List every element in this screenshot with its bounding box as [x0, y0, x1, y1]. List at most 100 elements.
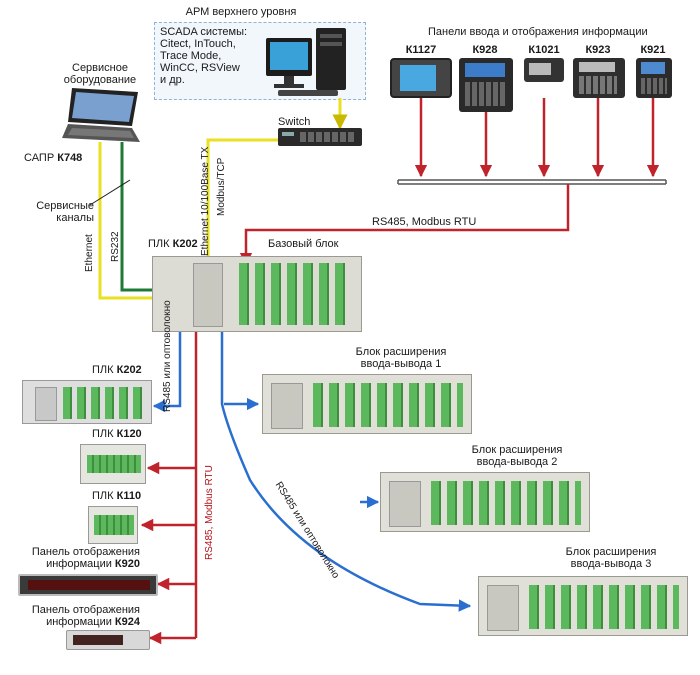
panel-screen: [529, 63, 551, 75]
arm-title: АРМ верхнего уровня: [185, 6, 297, 18]
panel-k920-line-2: информации К920: [20, 558, 140, 571]
expansion-block-3: [478, 576, 688, 636]
cpu-module: [35, 387, 57, 421]
panel-keypad: [465, 82, 505, 106]
ethernet-switch: [278, 128, 362, 146]
led-display: [73, 635, 123, 645]
panel-k924-word: информации: [46, 616, 112, 628]
rs232-label: RS232: [110, 231, 121, 262]
plc-k120-prefix: ПЛК: [92, 428, 114, 440]
panel-k1127: [390, 58, 452, 98]
expansion-block-2: [380, 472, 590, 532]
panel-screen: [579, 62, 615, 72]
io-terminals: [94, 515, 134, 535]
modbus-tcp-label: Modbus/TCP: [216, 157, 227, 216]
scada-pc: [258, 24, 358, 98]
cpu-module: [193, 263, 223, 327]
io-modules: [63, 387, 147, 419]
scada-line-3: Trace Mode,: [160, 50, 222, 62]
panel-k924-line-1: Панель отображения: [31, 604, 140, 616]
rs485-panel-bus-link: [239, 184, 570, 266]
service-title-2: оборудование: [63, 74, 137, 86]
service-channels-1: Сервисные: [36, 200, 94, 212]
plc-k110-label: ПЛК К110: [92, 490, 141, 503]
scada-line-4: WinCC, RSView: [160, 62, 240, 74]
panel-screen: [641, 62, 665, 74]
expansion-3-line-2: ввода-вывода 3: [570, 558, 652, 570]
rs485-fiber-short-label: RS485 или оптоволокно: [162, 300, 173, 412]
expansion-3-line-1: Блок расширения: [565, 546, 657, 558]
panel-k920-word: информации: [46, 558, 112, 570]
io-modules: [313, 383, 463, 427]
panel-label-k928: К928: [472, 44, 498, 56]
plc-main-model: К202: [172, 238, 198, 250]
panel-k920-model: К920: [114, 558, 140, 570]
plc-k120-model: К120: [116, 428, 142, 440]
service-channels-2: каналы: [56, 212, 94, 224]
ethernet-switch-plc: [200, 138, 278, 290]
interface-module: [389, 481, 421, 527]
scada-line-5: и др.: [160, 74, 185, 86]
panel-label-k923: К923: [585, 44, 611, 56]
computer-icon: [266, 28, 346, 96]
rs485-modbus-rtu-label: RS485, Modbus RTU: [372, 216, 477, 228]
switch-label: Switch: [278, 116, 311, 128]
service-title-1: Сервисное: [72, 62, 128, 74]
led-display: [28, 580, 150, 590]
rs485-modbus-rtu-vert-label: RS485, Modbus RTU: [204, 465, 215, 560]
expansion-1-line-2: ввода-вывода 1: [360, 358, 442, 370]
service-channels-pointer: [89, 179, 131, 206]
panel-keypad: [579, 76, 617, 94]
panel-label-k921: К921: [640, 44, 666, 56]
sapr-label: САПР К748: [24, 152, 82, 165]
panel-k928: [459, 58, 513, 112]
panel-screen: [465, 63, 505, 77]
fiber-expansion-link: [220, 328, 472, 612]
panel-bus: [397, 179, 667, 185]
panel-k1021: [524, 58, 564, 82]
io-modules: [431, 481, 581, 525]
panel-keypad: [641, 78, 667, 94]
scada-line-2: Citect, InTouch,: [160, 38, 236, 50]
expansion-block-1: [262, 374, 472, 434]
panel-k924: [66, 630, 150, 650]
panel-k923: [573, 58, 625, 98]
service-laptop: [60, 86, 142, 144]
sapr-model: К748: [57, 152, 83, 164]
plc-k202-remote-prefix: ПЛК: [92, 364, 114, 376]
plc-k120: [80, 444, 146, 484]
panel-k921: [636, 58, 672, 98]
plc-k202-remote-model: К202: [116, 364, 142, 376]
eth-tx-label: Ethernet 10/100Base TX: [200, 146, 211, 256]
plc-k110-prefix: ПЛК: [92, 490, 114, 502]
expansion-2-line-1: Блок расширения: [471, 444, 563, 456]
expansion-2-line-2: ввода-вывода 2: [476, 456, 558, 468]
plc-k110: [88, 506, 138, 544]
panel-k924-line-2: информации К924: [20, 616, 140, 629]
ethernet-label: Ethernet: [84, 234, 95, 272]
interface-module: [487, 585, 519, 631]
panel-label-k1127: К1127: [405, 44, 437, 56]
sapr-prefix: САПР: [24, 152, 55, 164]
panel-k920: [18, 574, 158, 596]
scada-line-1: SCADA системы:: [160, 26, 248, 38]
io-modules: [239, 263, 351, 325]
plc-main-prefix: ПЛК: [148, 238, 170, 250]
plc-k110-model: К110: [116, 490, 142, 502]
switch-icon: [278, 128, 362, 146]
panels-header: Панели ввода и отображения информации: [428, 26, 648, 38]
io-modules: [529, 585, 679, 629]
panel-label-k1021: К1021: [528, 44, 560, 56]
panel-k924-model: К924: [114, 616, 140, 628]
panel-drop-lines: [414, 98, 660, 178]
plc-k202-base-block: [152, 256, 362, 332]
interface-module: [271, 383, 303, 429]
plc-k120-label: ПЛК К120: [92, 428, 142, 441]
expansion-1-line-1: Блок расширения: [355, 346, 447, 358]
panel-screen: [400, 65, 436, 91]
laptop-icon: [62, 88, 140, 142]
plc-k202-remote-label: ПЛК К202: [92, 364, 142, 377]
panel-k920-line-1: Панель отображения: [31, 546, 140, 558]
rs485-left-trunk: [140, 328, 198, 645]
